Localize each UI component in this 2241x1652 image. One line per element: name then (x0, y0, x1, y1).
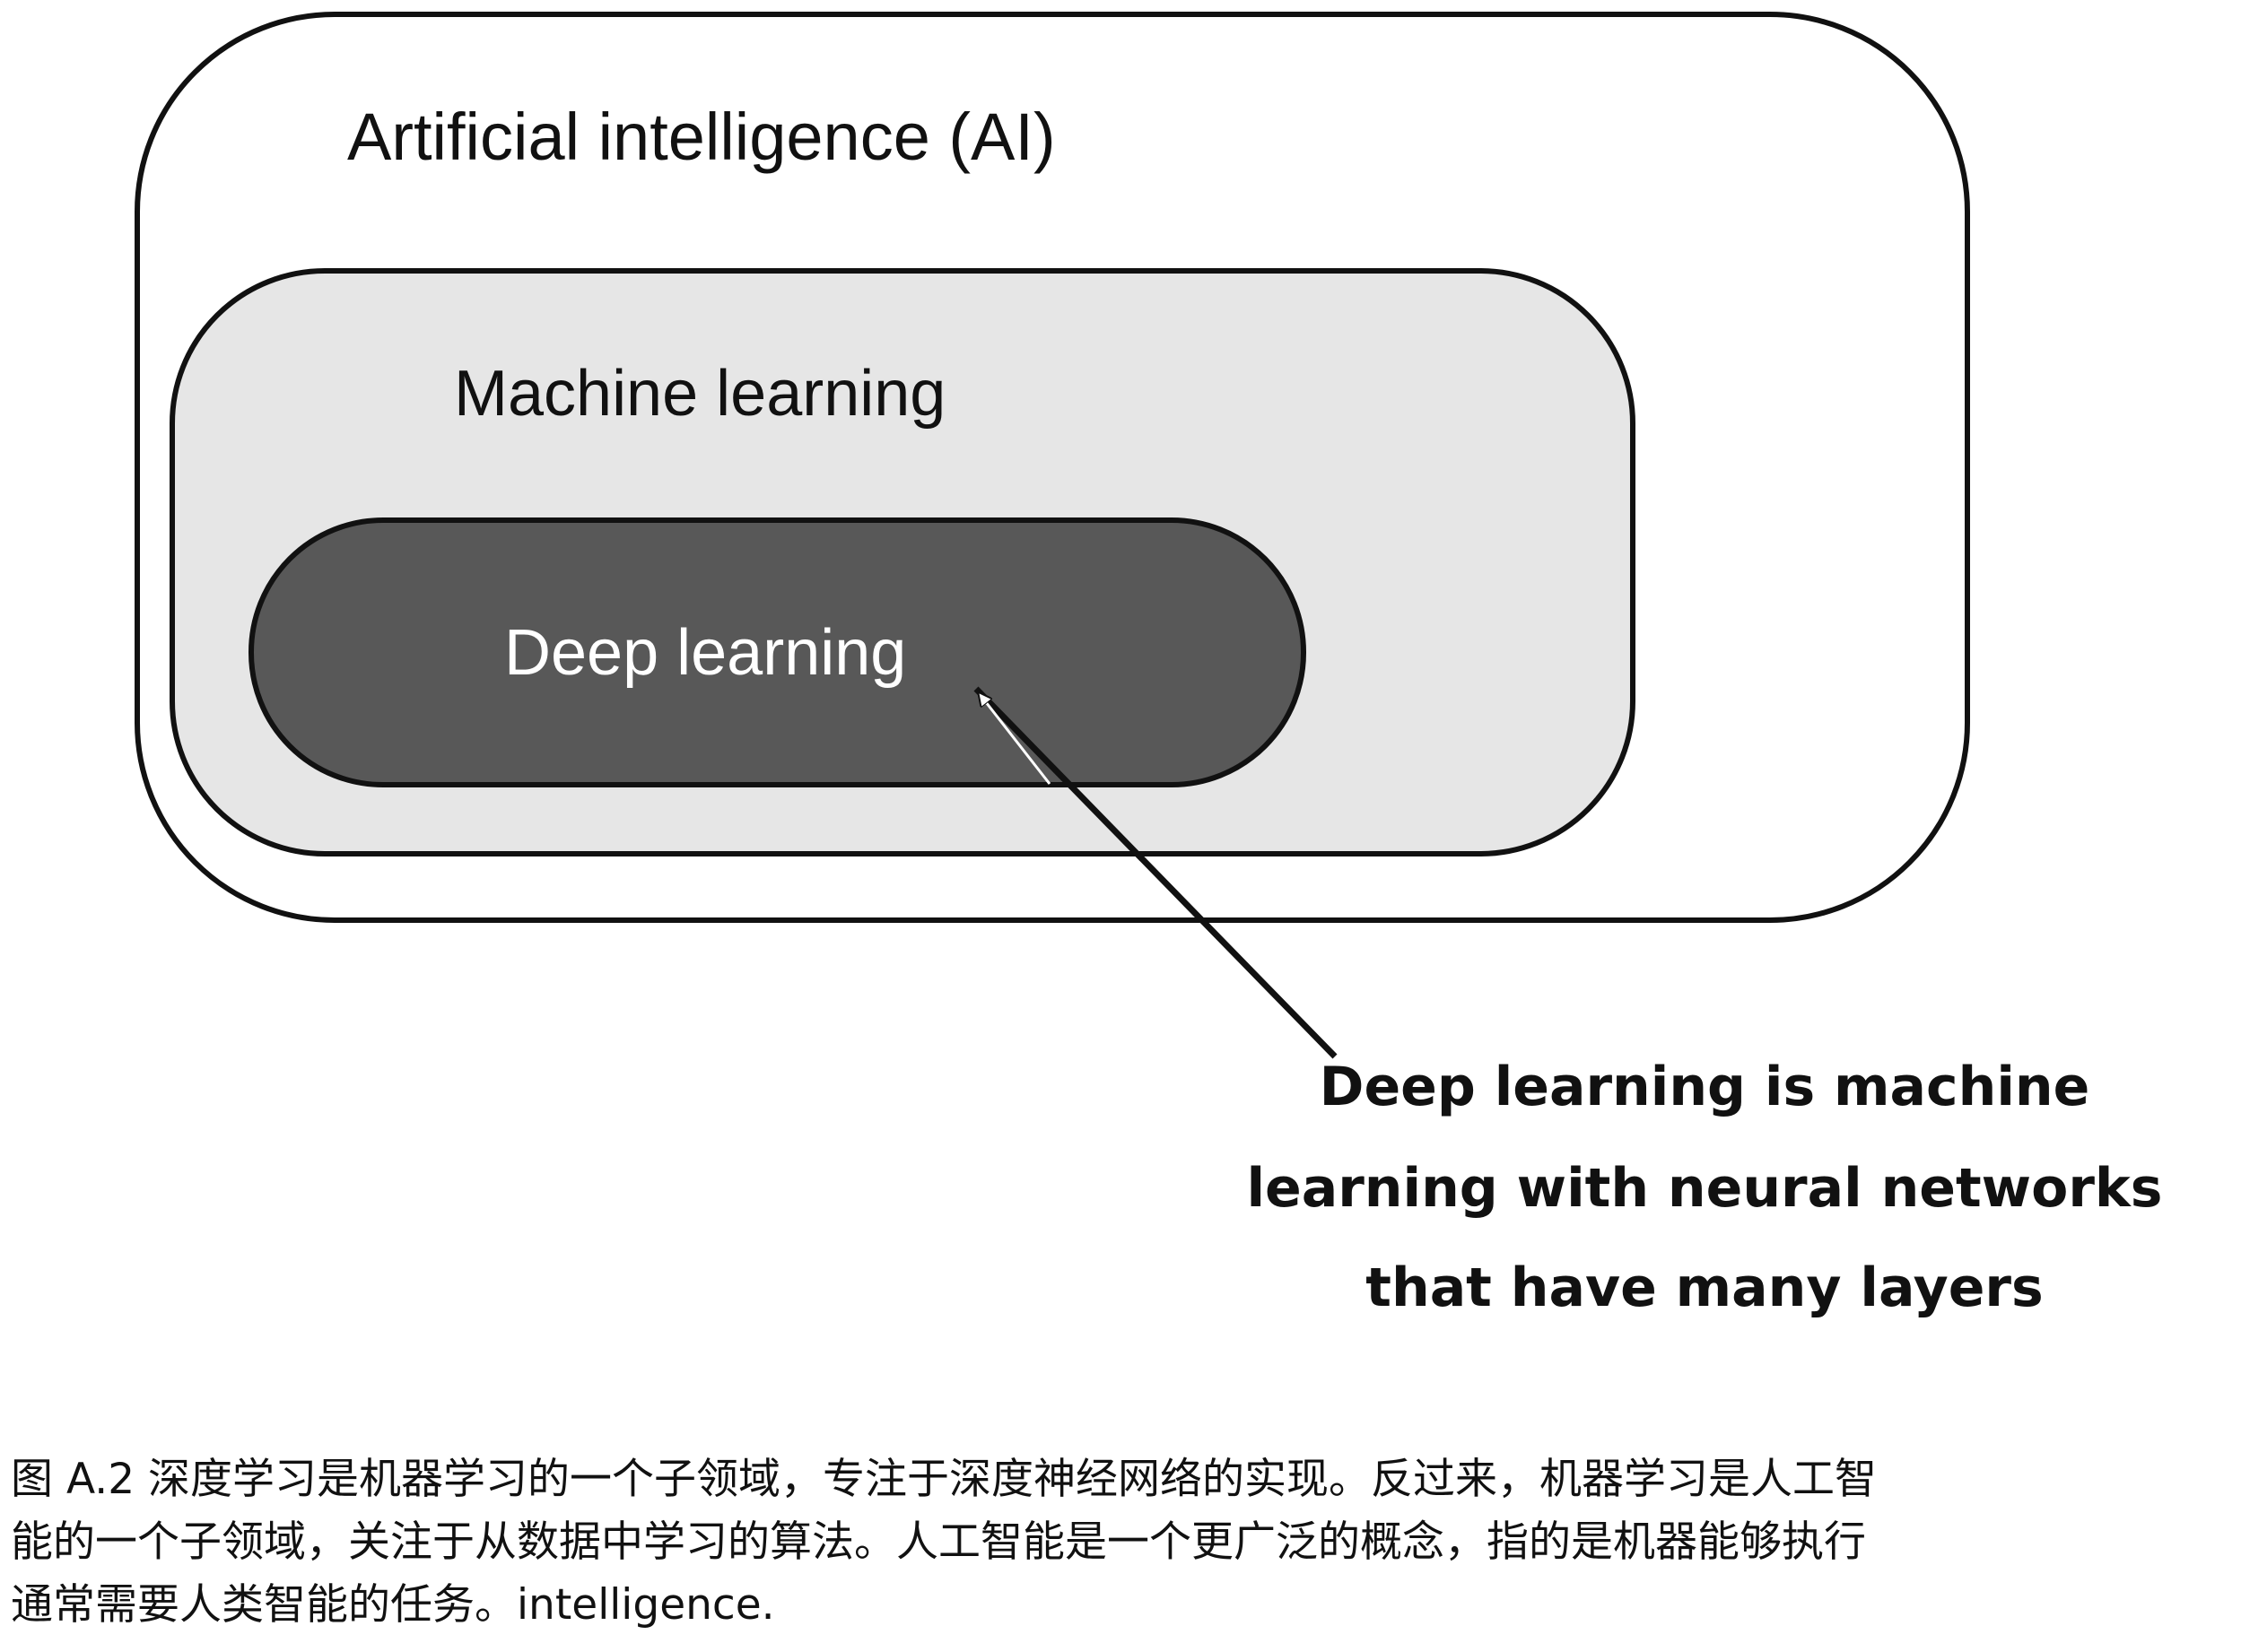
annotation-line-3: that have many layers (1365, 1256, 2043, 1319)
annotation-arrow-inner (980, 694, 1051, 785)
annotation-line-2: learning with neural networks (1246, 1157, 2162, 1220)
annotation-arrow-outline (973, 686, 1338, 1059)
annotation-line-1: Deep learning is machine (1320, 1056, 2090, 1118)
ml-label: Machine learning (454, 358, 946, 430)
caption-line-3: 通常需要人类智能的任务。intelligence. (11, 1580, 775, 1630)
ai-label: Artificial intelligence (AI) (347, 100, 1056, 174)
dl-label: Deep learning (504, 617, 906, 689)
dl-region (249, 517, 1306, 787)
caption-line-2: 能的一个子领域，关注于从数据中学习的算法。人工智能是一个更广泛的概念，指的是机器… (11, 1517, 1866, 1567)
figure-caption: 图 A.2 深度学习是机器学习的一个子领域，专注于深度神经网络的实现。反过来，机… (11, 1448, 2232, 1637)
caption-line-1: 图 A.2 深度学习是机器学习的一个子领域，专注于深度神经网络的实现。反过来，机… (11, 1455, 1878, 1504)
